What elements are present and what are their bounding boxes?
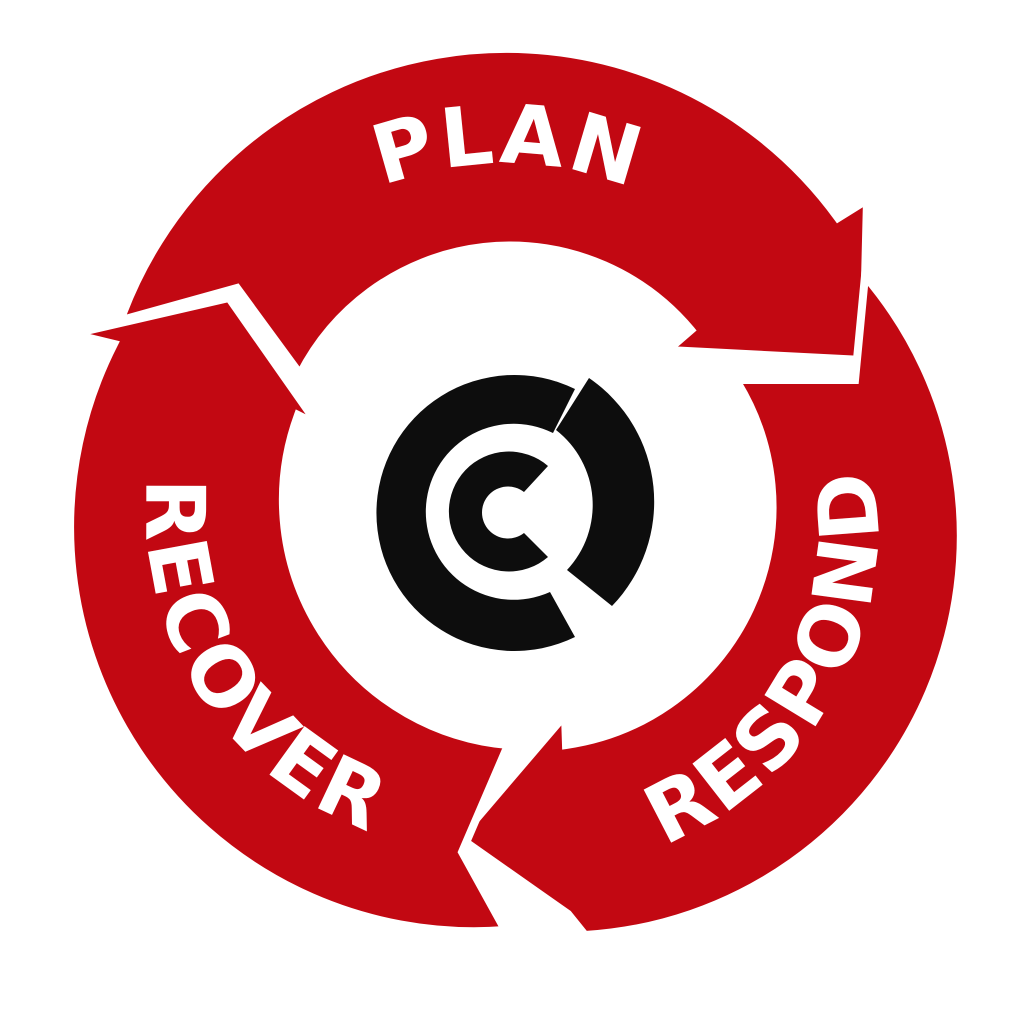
recover-arrow — [66, 293, 514, 936]
concentric-c-logo-icon — [376, 375, 655, 651]
plan-arrow — [69, 44, 872, 382]
respond-arrow — [454, 266, 965, 940]
